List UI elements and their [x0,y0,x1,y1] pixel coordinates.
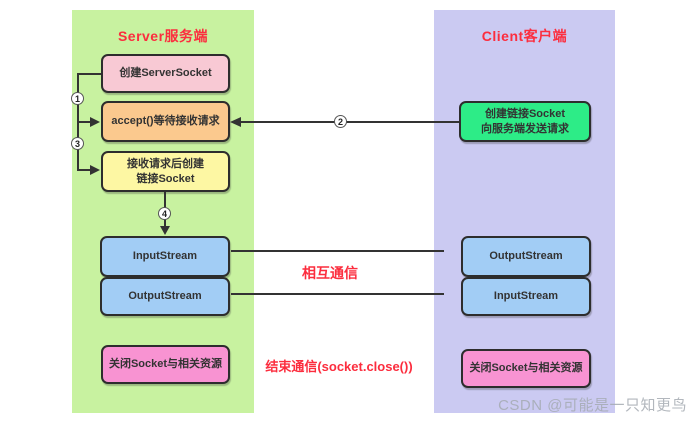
server-create-serversocket-label: 创建ServerSocket [119,67,212,80]
server-create-socket-label-line2: 链接Socket [136,172,195,185]
server-create-socket-label-line1: 接收请求后创建 [127,157,204,170]
client-create-socket-box: 创建链接Socket 向服务端发送请求 [459,101,591,142]
step-marker-2: 2 [334,115,347,128]
client-close-socket-label: 关闭Socket与相关资源 [469,362,583,375]
server-outputstream-label: OutputStream [128,290,202,303]
client-close-socket-box: 关闭Socket与相关资源 [461,349,591,388]
csdn-watermark: CSDN @可能是一只知更鸟 [498,397,687,414]
client-panel-title: Client客户端 [481,28,568,44]
server-panel-title: Server服务端 [117,28,209,44]
step-marker-3: 3 [71,137,84,150]
server-inputstream-label: InputStream [132,250,198,263]
client-create-socket-label-line1: 创建链接Socket [484,107,566,120]
step-marker-4: 4 [158,207,171,220]
server-close-socket-box: 关闭Socket与相关资源 [101,345,230,384]
client-panel: Client客户端 [434,10,615,413]
server-accept-label: accept()等待接收请求 [111,115,220,128]
server-outputstream-box: OutputStream [100,277,230,316]
client-outputstream-box: OutputStream [461,236,591,277]
mutual-communication-label: 相互通信 [302,265,358,281]
server-inputstream-box: InputStream [100,236,230,277]
server-create-socket-box: 接收请求后创建 链接Socket [101,151,230,192]
client-inputstream-box: InputStream [461,277,591,316]
step-marker-1: 1 [71,92,84,105]
end-communication-label: 结束通信(socket.close()) [265,359,413,374]
client-outputstream-label: OutputStream [489,250,563,263]
server-close-socket-label: 关闭Socket与相关资源 [108,358,223,371]
client-inputstream-label: InputStream [493,290,559,303]
client-create-socket-label-line2: 向服务端发送请求 [481,122,569,135]
server-accept-box: accept()等待接收请求 [101,101,230,142]
server-create-serversocket-box: 创建ServerSocket [101,54,230,93]
